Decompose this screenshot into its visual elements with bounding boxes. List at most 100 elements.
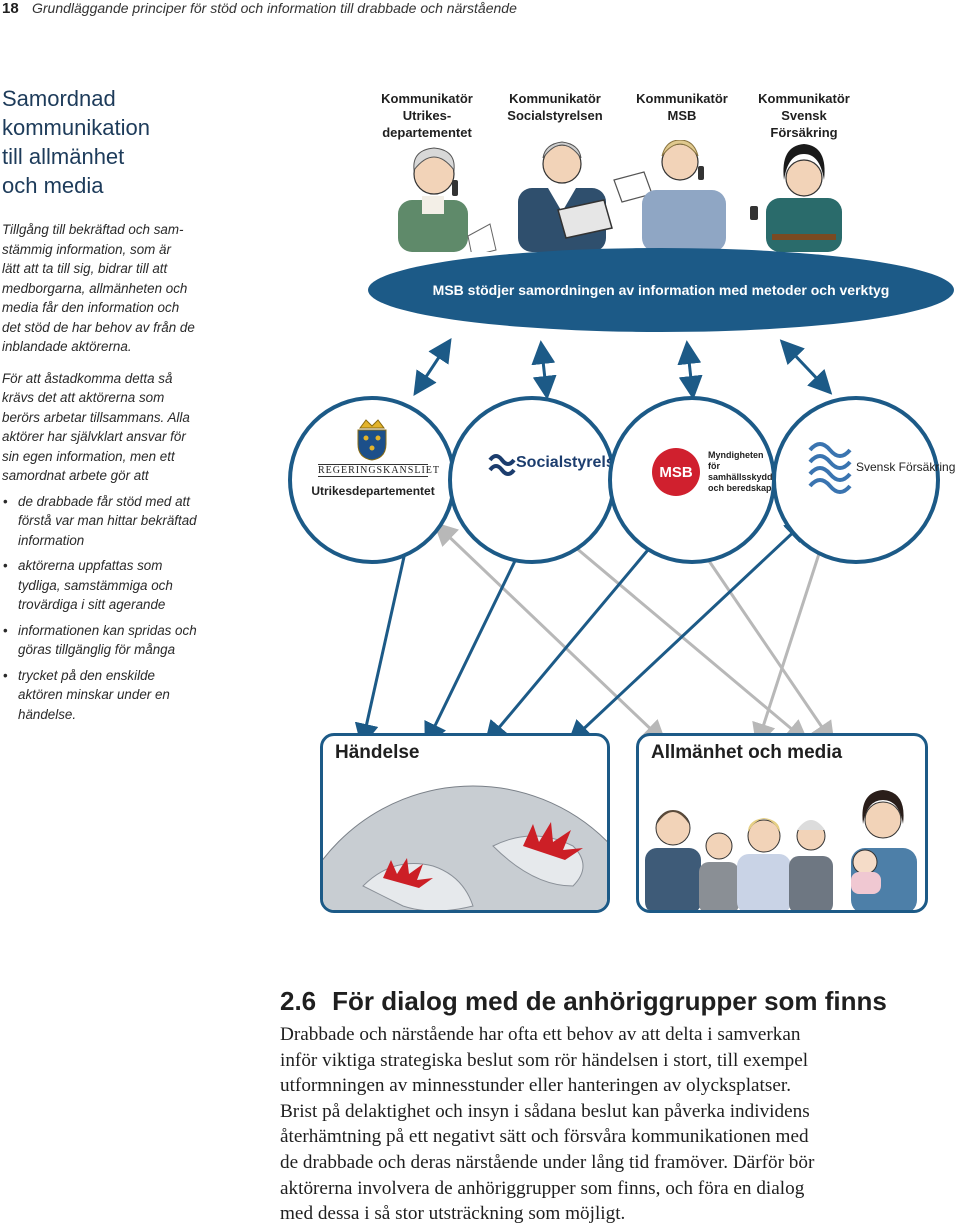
text-line: göras tillgänglig för många [18,642,176,657]
person-figure [613,140,726,252]
text-line: lätt att ta till sig, bidrar till att [2,261,168,276]
person-figure [789,820,833,910]
text-line: utformningen av minnesstunder eller hant… [280,1075,791,1097]
list-item: de drabbade får stöd med att förstå var … [2,492,198,551]
text-line: händelse. [18,706,77,722]
label-line: MSB [667,108,697,123]
communicator-label-ud: Kommunikatör Utrikes- departementet [372,90,482,141]
list-item: informationen kan spridas och göras till… [2,621,198,660]
list-item: trycket på den enskilde aktören minskar … [2,666,198,725]
text-line: samordnat arbete gör att [2,468,149,483]
person-figure [645,810,701,910]
text-line: de drabbade får stöd med att [18,493,190,509]
person-figure [750,144,842,252]
crown-crest-icon [357,419,387,461]
label-line: och beredskap [708,483,772,493]
label-line: Socialstyrelsen [507,108,603,123]
msb-banner: MSB stödjer samordningen av information … [368,248,954,332]
logo-circle-socialstyrelsen: Socialstyrelsen [448,396,633,564]
text-line: aktörerna uppfattas som [18,558,163,573]
label-line: Kommunikatör [381,91,473,106]
svensk-forsakring-wordmark: Svensk Försäkring [856,460,956,474]
text-line: stämmig information, som är [2,241,171,257]
sidebar-paragraph: För att åstadkomma detta så krävs det at… [2,369,198,486]
person-figure [518,141,613,252]
event-box-label: Händelse [335,742,420,763]
arrow [354,518,420,748]
label-line: Försäkring [770,125,838,140]
text-line: Brist på delaktighet och insyn i sådana … [280,1100,810,1122]
label-line: Utrikes- [402,108,452,123]
logo-circle-svensk-forsakring: Svensk Försäkring [772,396,955,564]
public-media-box: Allmänhet och media [636,733,928,913]
label-line: Kommunikatör [636,91,728,106]
socialstyrelsen-wordmark: Socialstyrelsen [516,454,634,471]
communicator-label-msb: Kommunikatör MSB [626,90,738,124]
list-item: aktörerna uppfattas som tydliga, samstäm… [2,556,198,615]
sidebar-bullet-list: de drabbade får stöd med att förstå var … [2,492,198,725]
logo-circle-regeringskansliet: REGERINGSKANSLIET Utrikesdepartementet [288,396,456,564]
label-line: Myndigheten för [708,450,764,471]
text-line: aktören minskar under en [18,687,170,702]
section-title: För dialog med de anhöriggrupper som fin… [332,986,887,1016]
public-media-box-label: Allmänhet och media [651,742,843,763]
explosion-icon [383,858,433,888]
text-line: aktörer har självklart ansvar för [2,429,186,444]
text-line: trovärdiga i sitt agerande [18,597,166,612]
title-line: Samordnad [2,86,116,111]
text-line: krävs det att aktörerna som [2,390,165,405]
arrow [752,514,836,748]
person-figure [851,790,917,910]
label-line: departementet [382,125,472,140]
text-line: medborgarna, allmänheten och [2,280,188,296]
title-line: kommunikation [2,115,150,140]
msb-mark: MSB [652,448,700,496]
sidebar-paragraph: Tillgång till bekräftad och sam- stämmig… [2,220,198,357]
text-line: berörs arbetar tillsammans. Alla [2,409,190,425]
text-line: Tillgång till bekräftad och sam- [2,222,184,237]
section-body: Drabbade och närstående har ofta ett beh… [280,1022,956,1227]
text-line: För att åstadkomma detta så [2,370,173,386]
utrikesdepartementet-label: Utrikesdepartementet [311,484,435,498]
text-line: inför viktiga strategiska beslut som rör… [280,1049,809,1071]
text-line: det stöd de har behov av från de [2,319,195,335]
text-line: information [18,532,85,548]
label-line: samhällsskydd [708,472,773,482]
regeringskansliet-wordmark: REGERINGSKANSLIET [318,464,440,477]
text-line: trycket på den enskilde [18,667,155,683]
label-line: Svensk [781,108,827,123]
text-line: informationen kan spridas och [18,622,197,638]
section-number: 2.6 [280,986,317,1016]
globe-illustration [323,785,607,910]
arrow [531,340,557,400]
explosion-icon [523,822,583,860]
title-line: till allmänhet [2,144,125,169]
communicator-label-socialstyrelsen: Kommunikatör Socialstyrelsen [498,90,612,124]
label-line: Kommunikatör [509,91,601,106]
page-number: 18 [2,0,19,17]
text-line: tydliga, samstämmiga och [18,577,173,593]
person-figure [398,147,497,252]
text-line: aktörerna involvera de anhöriggrupper so… [280,1177,805,1199]
msb-name: Myndigheten för samhällsskydd och bereds… [708,450,773,494]
text-line: Drabbade och närstående har ofta ett beh… [280,1024,801,1045]
communicator-label-svensk-forsakring: Kommunikatör Svensk Försäkring [748,90,860,141]
text-line: media får den information och [2,300,180,315]
arrow [413,337,452,397]
section-heading: 2.6 För dialog med de anhöriggrupper som … [280,986,887,1017]
svensk-forsakring-wave-icon [808,442,852,494]
communicators-illustration [398,140,842,252]
running-title: Grundläggande principer för stöd och inf… [32,0,517,16]
logo-circle-msb: MSB Myndigheten för samhällsskydd och be… [608,396,776,564]
text-line: de drabbade och deras närstående under l… [280,1151,815,1173]
socialstyrelsen-mark-icon [488,454,516,476]
connection-arrows [354,337,836,748]
person-figure [699,832,739,910]
label-line: Kommunikatör [758,91,850,106]
text-line: sin egen information, men ett [2,448,175,464]
crowd-illustration [645,790,917,910]
sidebar-title: Samordnad kommunikation till allmänhet o… [2,84,222,200]
arrow [779,339,833,395]
sidebar-text: Tillgång till bekräftad och sam- stämmig… [2,220,198,730]
text-line: inblandade aktörerna. [2,339,132,354]
